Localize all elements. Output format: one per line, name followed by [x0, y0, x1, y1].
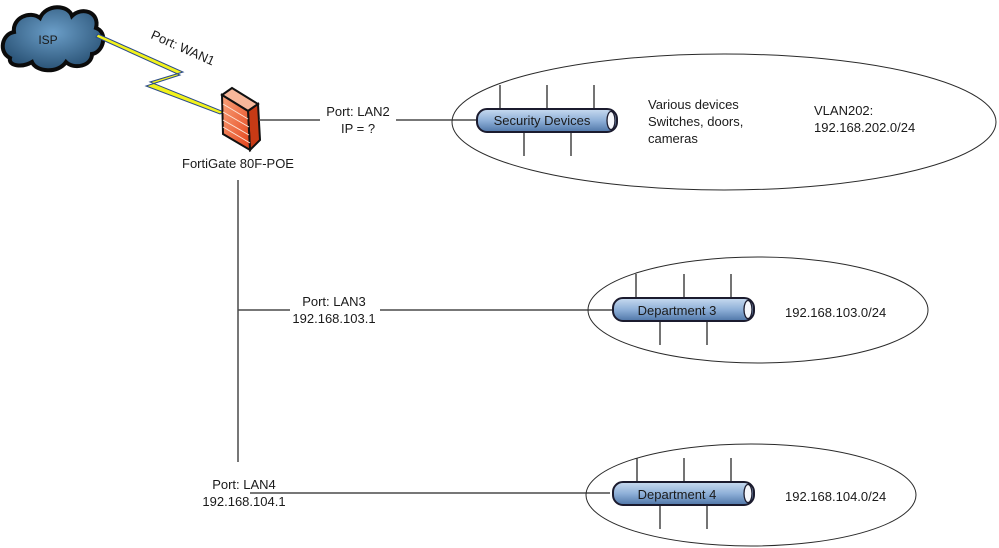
port-label: Port: LAN3: [302, 294, 366, 309]
bus-label: Department 4: [638, 487, 717, 502]
ip-label: 192.168.104.1: [202, 494, 286, 509]
port-label: Port: LAN4: [212, 477, 276, 492]
firewall-icon: [220, 86, 262, 153]
description-line: cameras: [648, 131, 698, 146]
segment-ellipse-dept4: [585, 443, 917, 547]
lan2-link-label: Port: LAN2 IP = ?: [318, 103, 398, 137]
description-line: Various devices: [648, 97, 739, 112]
isp-label: ISP: [38, 33, 57, 47]
isp-cloud-icon: [0, 5, 106, 73]
lan4-link-label: Port: LAN4 192.168.104.1: [190, 476, 298, 510]
connection-lines: [237, 119, 613, 494]
description-line: Switches, doors,: [648, 114, 744, 129]
ip-label: 192.168.103.1: [292, 311, 376, 326]
ip-label: IP = ?: [340, 121, 376, 136]
wan-link-lightning-icon: [95, 33, 226, 115]
bus-department-4: Department 4: [612, 458, 755, 529]
security-description: Various devices Switches, doors, cameras: [648, 96, 743, 147]
bus-label: Department 3: [638, 303, 717, 318]
vlan-label: VLAN202:: [814, 103, 874, 118]
bus-security-devices: Security Devices: [476, 85, 618, 156]
bus-department-3: Department 3: [612, 274, 755, 345]
subnet-label: 192.168.202.0/24: [814, 120, 916, 135]
segment-ellipse-security: [451, 53, 997, 191]
dept3-subnet: 192.168.103.0/24: [785, 305, 887, 320]
dept4-subnet: 192.168.104.0/24: [785, 489, 887, 504]
firewall-label: FortiGate 80F-POE: [182, 156, 294, 171]
segment-ellipse-dept3: [587, 256, 929, 364]
bus-label: Security Devices: [494, 113, 591, 128]
lan3-link-label: Port: LAN3 192.168.103.1: [280, 293, 388, 327]
security-subnet: VLAN202: 192.168.202.0/24: [814, 102, 915, 136]
port-label: Port: LAN2: [326, 104, 390, 119]
